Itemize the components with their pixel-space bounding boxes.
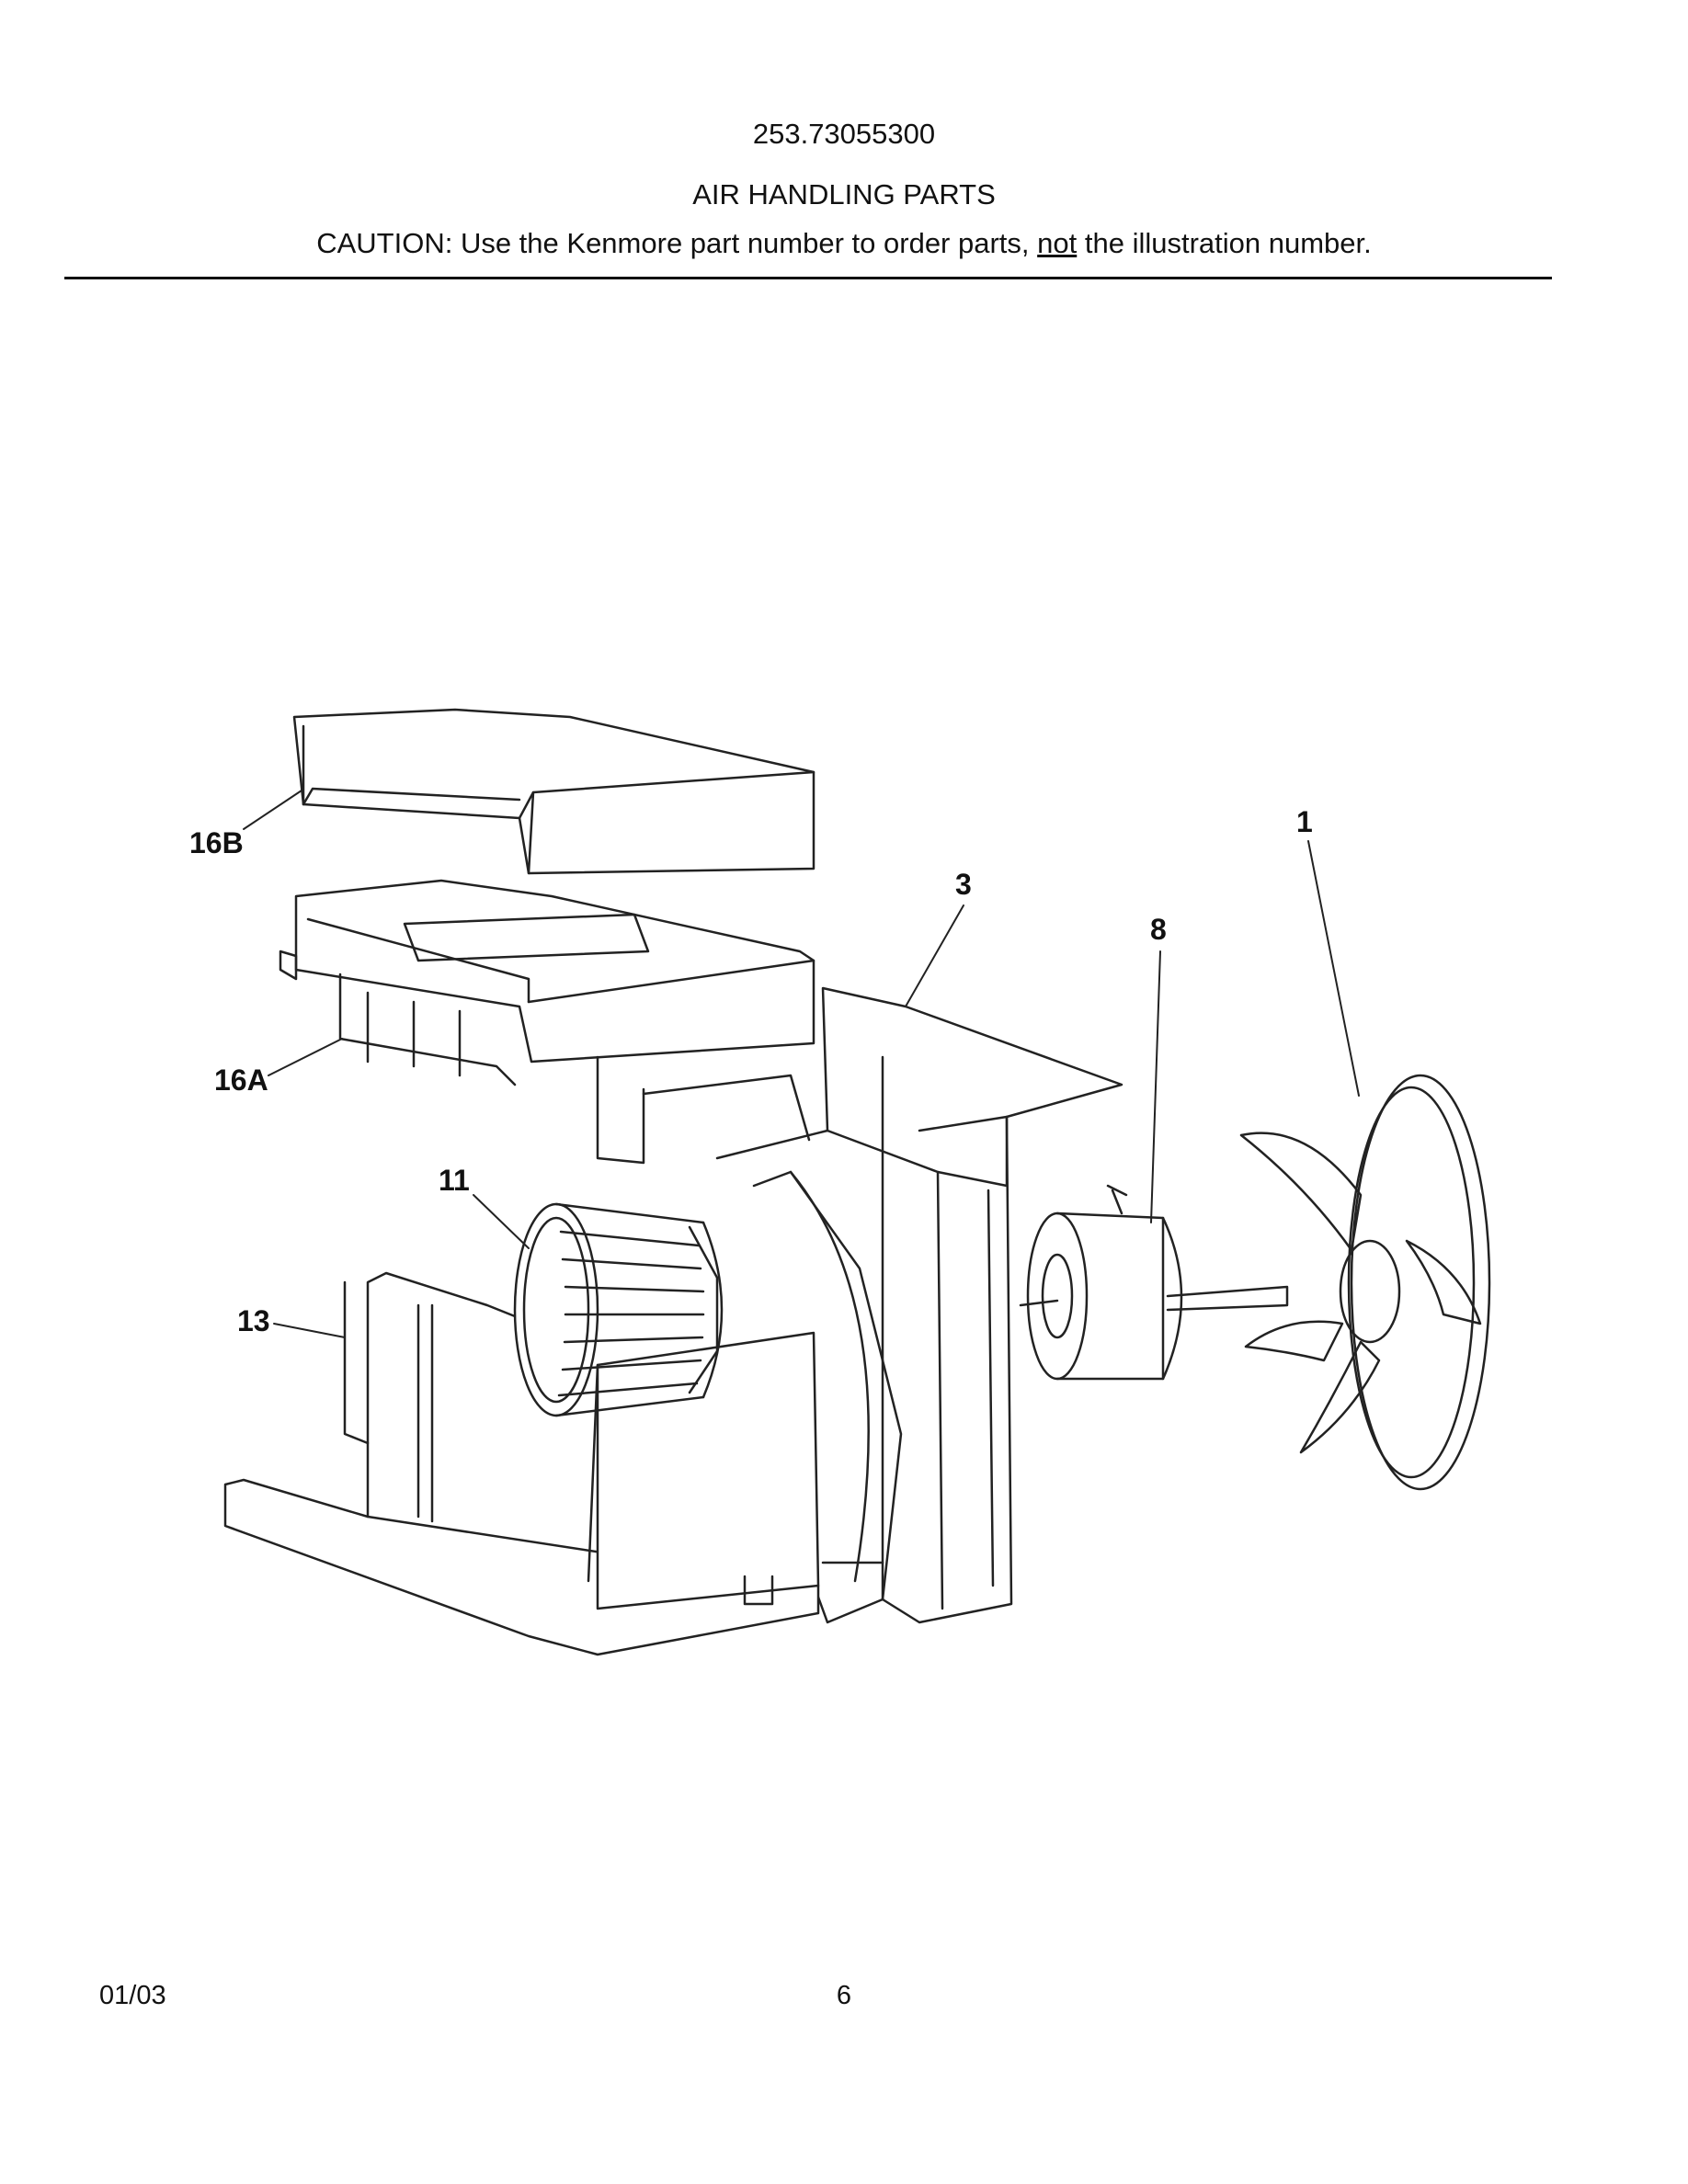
base-scroll-part <box>223 1271 820 1656</box>
callout-8: 8 <box>1150 913 1167 946</box>
duct-bracket-part <box>279 879 815 1165</box>
fan-motor-part <box>1019 1184 1289 1381</box>
header-rule <box>64 277 1552 279</box>
callout-11: 11 <box>439 1164 470 1197</box>
page-number: 6 <box>836 1981 852 2010</box>
leader-16a <box>268 1038 343 1076</box>
caution-emphasis: not <box>1037 227 1078 259</box>
callout-13: 13 <box>237 1304 270 1337</box>
callout-16b: 16B <box>189 826 244 859</box>
callout-3: 3 <box>955 868 972 901</box>
caution-prefix: CAUTION: Use the Kenmore part number to … <box>316 227 1038 259</box>
leader-11 <box>473 1194 530 1249</box>
section-title: AIR HANDLING PARTS <box>692 178 996 210</box>
model-number: 253.73055300 <box>752 118 936 150</box>
leader-8 <box>1150 950 1161 1223</box>
callout-1: 1 <box>1296 805 1313 838</box>
leader-3 <box>905 904 964 1007</box>
top-cover-part <box>292 708 815 875</box>
leader-1 <box>1307 840 1360 1097</box>
leader-16b <box>243 790 302 830</box>
blower-wheel-part <box>513 1202 724 1417</box>
leader-13 <box>273 1323 346 1338</box>
revision-date: 01/03 <box>99 1981 166 2010</box>
leader-lines <box>243 790 1360 1338</box>
blower-housing-part <box>715 986 1123 1624</box>
axial-fan-part <box>1239 1074 1491 1491</box>
caution-suffix: the illustration number. <box>1077 227 1372 259</box>
caution-note: CAUTION: Use the Kenmore part number to … <box>0 227 1688 260</box>
callout-16a: 16A <box>214 1064 268 1097</box>
